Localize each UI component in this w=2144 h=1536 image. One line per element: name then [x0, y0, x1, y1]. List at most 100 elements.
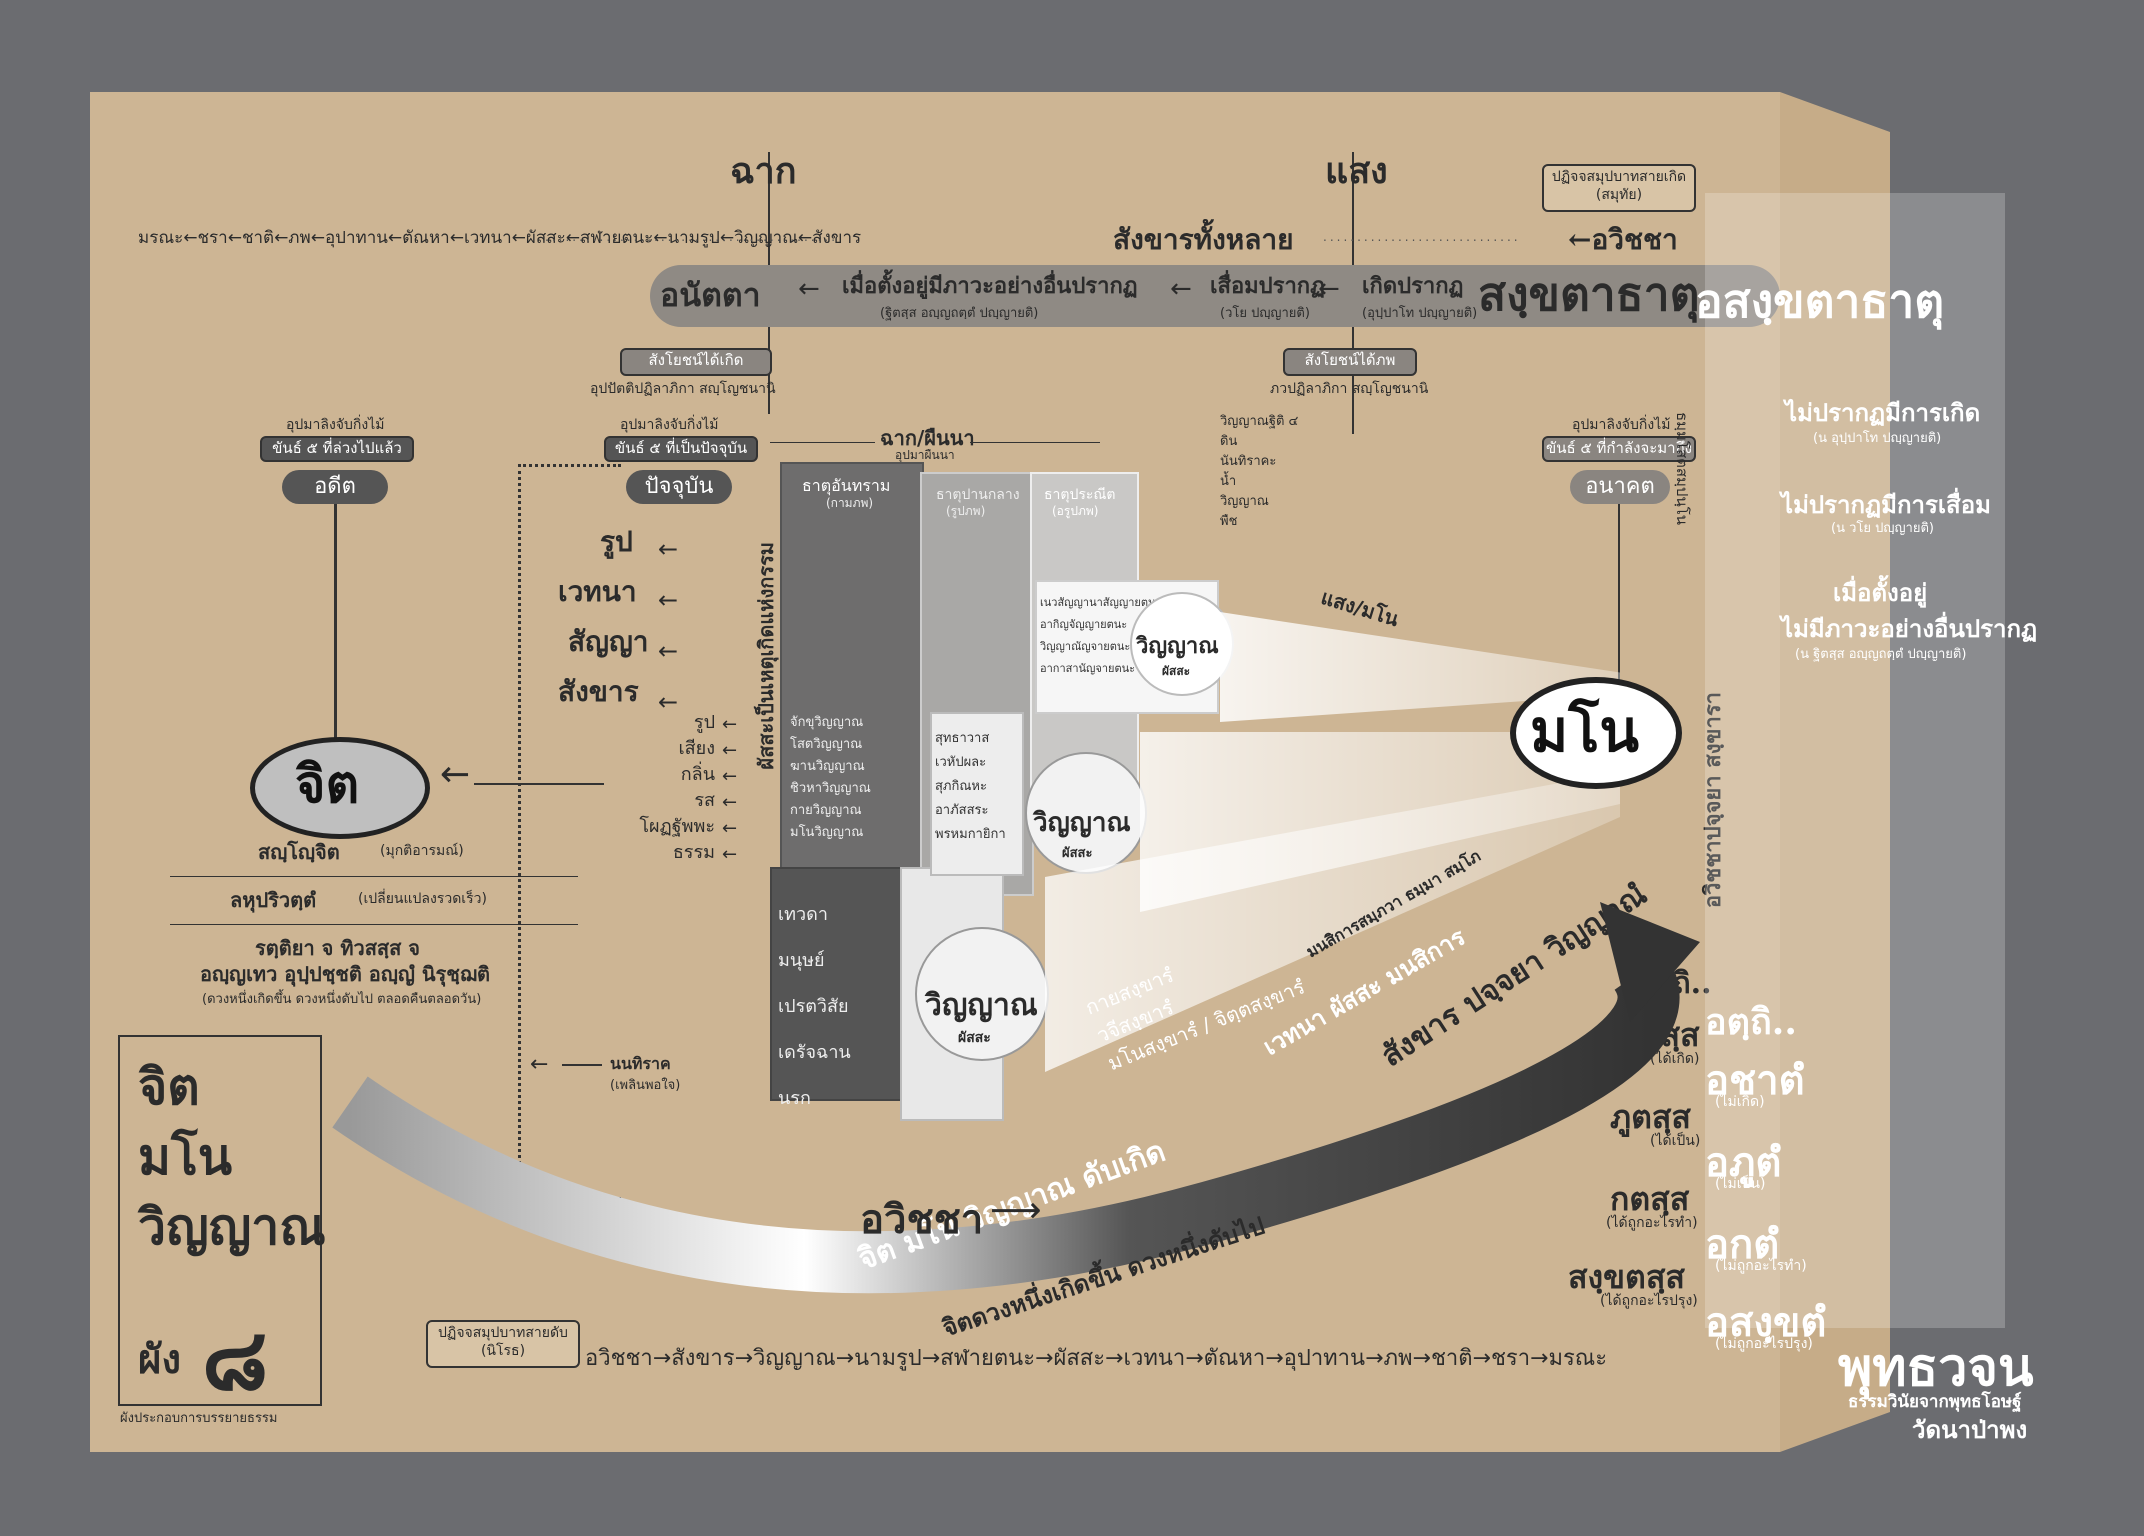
arupa-3: วิญญาณัญจายตนะ: [1040, 640, 1131, 653]
brahma-5: พรหมกายิกา: [935, 827, 1006, 842]
past-pill: อดีต: [282, 470, 388, 504]
col3-label: ธาตุประณีต: [1044, 487, 1116, 503]
vinnana-1: จักขุวิญญาณ: [790, 715, 864, 730]
vinnana-mid: วิญญาณ: [1033, 808, 1131, 838]
khandha-present-box: ขันธ์ ๕ ที่เป็นปัจจุบัน: [604, 436, 758, 462]
seed-2: ดิน: [1220, 434, 1238, 449]
avijja-top-label: ←อวิชชา: [1568, 223, 1678, 256]
arising-chain-top: มรณะ←ชรา←ชาติ←ภพ←อุปาทาน←ตัณหา←เวทนา←ผัส…: [138, 228, 862, 248]
brand-temple: วัดนาป่าพง: [1912, 1415, 2028, 1444]
mano-oval: [1510, 677, 1682, 789]
pair-3-left-sub: (ได้เป็น): [1650, 1133, 1701, 1149]
sabhava4-sub: (ดวงหนึ่งเกิดขึ้น ดวงหนึ่งดับไป ตลอดคืนต…: [202, 992, 482, 1007]
arrow-arc: [332, 902, 1700, 1294]
pair-3-left: ภูตสฺส: [1610, 1098, 1691, 1136]
sanyojana-arise-sub: อุปปัตติปฏิลาภิกา สญฺโญชนานิ: [590, 381, 776, 397]
ayatana-4: รส: [694, 790, 715, 811]
brahma-2: เวหัปผละ: [935, 755, 987, 770]
khandha-1: รูป: [600, 525, 633, 558]
nandi-label: นนทิราค: [610, 1054, 671, 1073]
pair-4-right: อกตํ: [1705, 1221, 1780, 1268]
sanyojana-lose-sub: ภวปฏิลาภิกา สญฺโญชนานิ: [1270, 381, 1429, 397]
ceasing-chain: อวิชชา→สังขาร→วิญญาณ→นามรูป→สฬายตนะ→ผัสส…: [585, 1346, 1608, 1371]
arupa-4: อากาสานัญจายตนะ: [1040, 662, 1136, 675]
glass-1-sub: (น อุปฺปาโท ปญฺญายติ): [1813, 431, 1942, 446]
pair-2-left-sub: (ได้เกิด): [1650, 1051, 1700, 1067]
col2-label: ธาตุปานกลาง: [936, 487, 1020, 503]
nandi-sub: (เพลินพอใจ): [610, 1078, 681, 1093]
khandha-2: เวทนา: [558, 575, 637, 608]
future-line: [1618, 504, 1620, 762]
brahma-1: สุทธาวาส: [935, 731, 990, 746]
vinnana-6: มโนวิญญาณ: [790, 825, 864, 840]
brand-title: พุทธวจน: [1838, 1337, 2034, 1398]
pair-4-left: กตสฺส: [1610, 1180, 1690, 1218]
nirodha-box: ปฏิจจสมุปบาทสายดับ (นิโรธ): [426, 1320, 580, 1368]
citta-oval: [250, 737, 430, 839]
pair-5-right-sub: (ไม่ถูกอะไรปรุง): [1715, 1336, 1813, 1352]
seed-1: วิญญาณฐิติ ๔: [1220, 414, 1299, 429]
sabhava3: รตฺติยา จ ทิวสสฺส จ: [255, 936, 421, 960]
cha-label: ฉาก: [730, 150, 797, 192]
col2-sub: (รูปภพ): [946, 504, 986, 518]
cha-pinna-label: ฉาก/ผืนนา: [880, 426, 975, 450]
level-3: เปรตวิสัย: [778, 996, 849, 1017]
vinnana-4: ชิวหาวิญญาณ: [790, 781, 871, 796]
ayatana-1: รูป: [693, 712, 715, 733]
simile-future: อุปมาลิงจับกิ่งไม้: [1572, 417, 1671, 433]
ayatana-6: ธรรม: [672, 842, 715, 863]
pair-1-right: อตฺถิ..: [1705, 1001, 1797, 1043]
sabhava1-sub: (มุกติอารมณ์): [380, 843, 464, 859]
step2-label: เสื่อมปรากฏ: [1210, 273, 1325, 299]
seed-5: วิญญาณ: [1220, 494, 1269, 509]
col1-sub: (กามภพ): [826, 496, 874, 510]
vinnana-5: กายวิญญาณ: [790, 803, 862, 818]
arupa-2: อากิญจัญญายตนะ: [1040, 618, 1128, 631]
brahma-4: อาภัสสระ: [935, 803, 989, 818]
pair-3-right: อภูตํ: [1705, 1139, 1782, 1186]
step1-sub: (อุปฺปาโท ปญฺญายติ): [1362, 306, 1478, 321]
sabhava1: สญฺโญฺจิต: [258, 840, 340, 864]
ayatana-5: โผฏฐัพพะ: [639, 816, 715, 837]
right-vertical-1: ธมฺมโสตสมฺปนฺโน: [1673, 412, 1691, 526]
brahma-3: สุภกิณหะ: [935, 779, 987, 794]
sabhava2: ลหุปริวตฺตํ: [230, 888, 317, 912]
brand-sub: ธรรมวินัยจากพุทธโอษฐ์: [1848, 1392, 2022, 1412]
seed-6: พืช: [1220, 514, 1238, 529]
unconditioned-panel: อสงฺขตาธาตุ ไม่ปรากฏมีการเกิด (น อุปฺปาโ…: [1695, 193, 2037, 1352]
step1-label: เกิดปรากฏ: [1362, 273, 1464, 299]
simile-present: อุปมาลิงจับกิ่งไม้: [620, 417, 719, 433]
glass-3a: เมื่อตั้งอยู่: [1833, 579, 1928, 607]
phassa-high: ผัสสะ: [1162, 664, 1191, 678]
vinnana-high: วิญญาณ: [1136, 633, 1219, 659]
simile-past: อุปมาลิงจับกิ่งไม้: [286, 417, 385, 433]
seed-4: น้ำ: [1220, 474, 1237, 489]
phassa-mid: ผัสสะ: [1062, 846, 1093, 861]
level-4: เดรัจฉาน: [778, 1042, 851, 1063]
vinnana-3: ฆานวิญญาณ: [790, 759, 865, 774]
khandha-4: สังขาร: [558, 675, 639, 708]
cha-pinna-sub: อุปมาผืนนา: [895, 448, 955, 462]
avijja-bottom: อวิชชา: [860, 1196, 984, 1243]
vinnana-low: วิญญาณ: [925, 988, 1038, 1023]
pair-4-right-sub: (ไม่ถูกอะไรทำ): [1715, 1258, 1807, 1274]
pair-2-right-sub: (ไม่เกิด): [1715, 1094, 1765, 1110]
title-line-1: จิต: [138, 1057, 200, 1116]
ayatana-2: เสียง: [678, 738, 715, 759]
khandha-past-box: ขันธ์ ๕ ที่ล่วงไปแล้ว: [260, 436, 414, 462]
ayatana-3: กลิ่น: [680, 764, 715, 785]
pair-4-left-sub: (ได้ถูกอะไรทำ): [1606, 1215, 1698, 1231]
board-side-flap: [1780, 92, 1890, 1452]
vinnana-2: โสตวิญญาณ: [790, 737, 863, 752]
phassa-vertical-label: ผัสสะเป็นเหตุเกิดแห่งกรรม: [754, 542, 778, 770]
samudaya-box: ปฏิจจสมุปบาทสายเกิด (สมุทัย): [1542, 164, 1696, 212]
khandha-future-box: ขันธ์ ๕ ที่กำลังจะมาถึง: [1542, 436, 1696, 462]
future-pill: อนาคต: [1570, 470, 1670, 504]
diagram-board: ฉาก แสง มรณะ←ชรา←ชาติ←ภพ←อุปาทาน←ตัณหา←เ…: [90, 92, 1890, 1452]
title-caption: ผังประกอบการบรรยายธรรม: [120, 1411, 278, 1426]
saeng-label: แสง: [1325, 150, 1388, 192]
step2-sub: (วโย ปญฺญายติ): [1220, 306, 1310, 321]
sankhata-label: สงฺขตาธาตุ: [1478, 267, 1700, 321]
sankhara-all-label: สังขารทั้งหลาย: [1113, 223, 1294, 256]
pair-2-right: อชาตํ: [1705, 1057, 1805, 1104]
